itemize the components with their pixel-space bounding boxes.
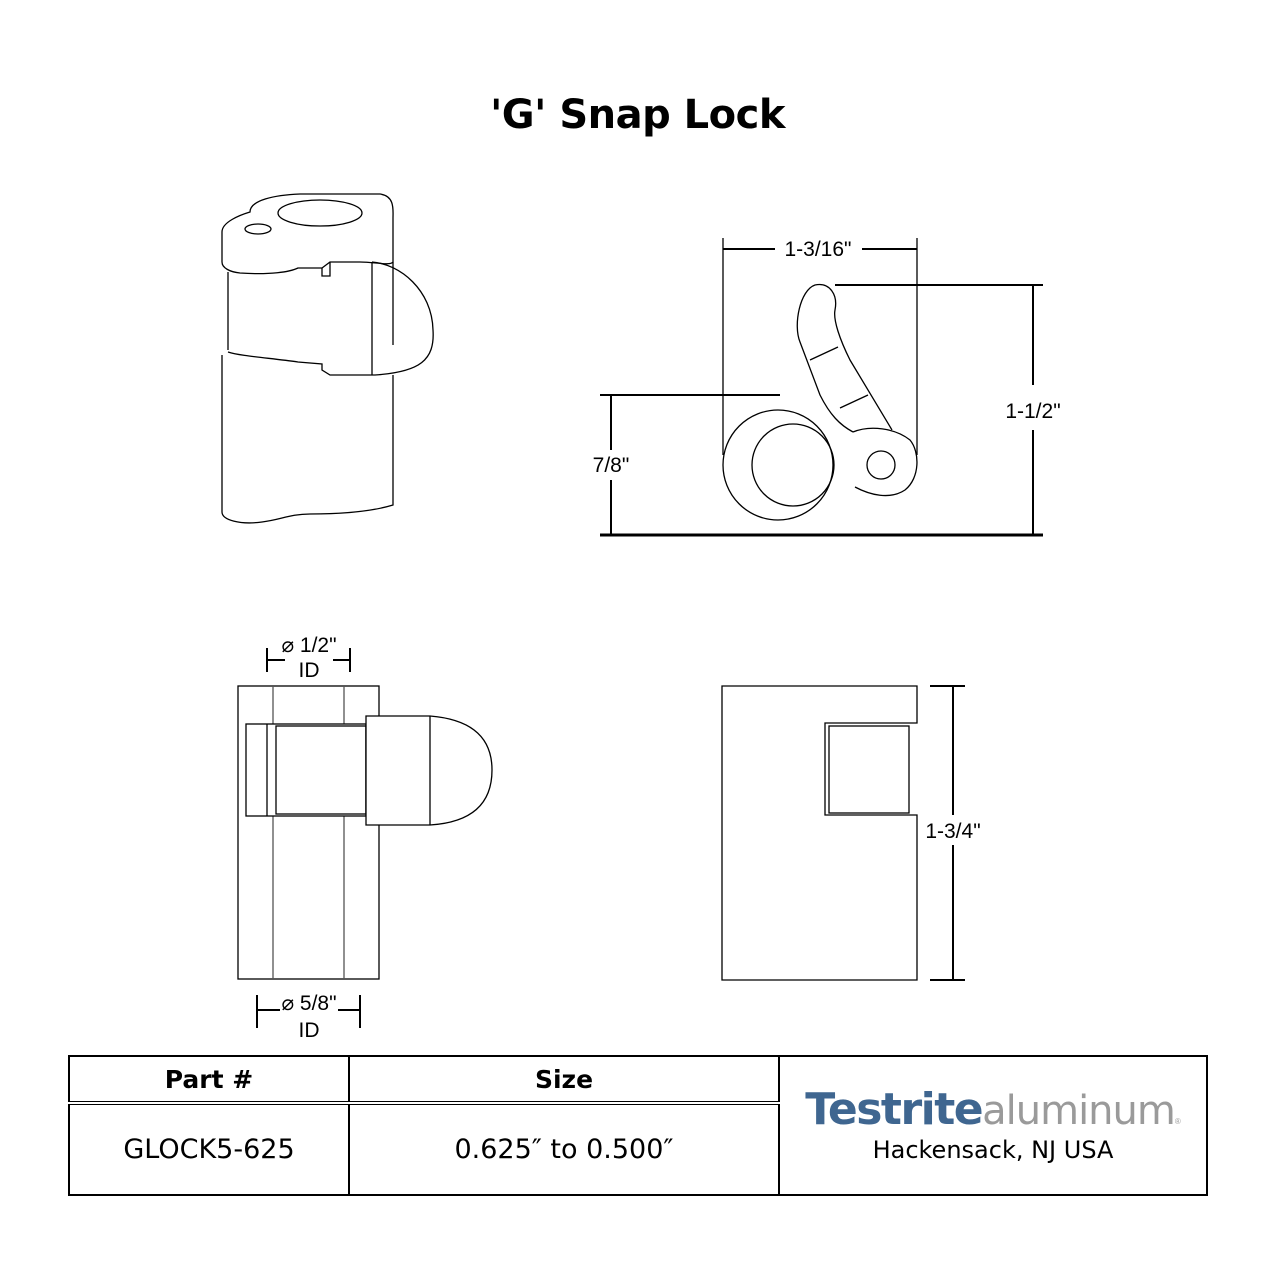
size-value: 0.625″ to 0.500″ [348, 1102, 780, 1196]
front-view [721, 685, 965, 981]
overall-height-dimension-label: 1-1/2" [1005, 400, 1060, 423]
side-view [237, 648, 493, 1028]
technical-drawing: 1-3/16" 1-1/2" 7/8" ⌀ 1/2" ID ⌀ 5/8" ID … [221, 193, 1061, 1042]
header-size: Size [348, 1055, 780, 1105]
brand-cell: Testritealuminum® Hackensack, NJ USA [778, 1055, 1208, 1196]
part-number-value: GLOCK5-625 [68, 1102, 350, 1196]
inner-diameter-label: ⌀ 1/2" [281, 634, 336, 657]
isometric-view [221, 193, 434, 524]
width-dimension-label: 1-3/16" [785, 238, 852, 261]
spec-table: Part # Size Testritealuminum® Hackensack… [68, 1055, 1208, 1196]
top-view [600, 238, 1043, 537]
header-part-number: Part # [68, 1055, 350, 1105]
page-title: 'G' Snap Lock [490, 92, 785, 138]
brand-name-light: aluminum [982, 1087, 1176, 1134]
inner-id-label: ID [299, 659, 320, 682]
length-dimension-label: 1-3/4" [925, 820, 980, 843]
brand-logo: Testritealuminum® [780, 1087, 1206, 1134]
brand-location: Hackensack, NJ USA [872, 1135, 1114, 1164]
outer-diameter-label: ⌀ 5/8" [281, 992, 336, 1015]
ring-height-dimension-label: 7/8" [593, 454, 630, 477]
outer-id-label: ID [299, 1019, 320, 1042]
brand-name-bold: Testrite [805, 1083, 983, 1135]
registered-mark: ® [1174, 1116, 1181, 1126]
